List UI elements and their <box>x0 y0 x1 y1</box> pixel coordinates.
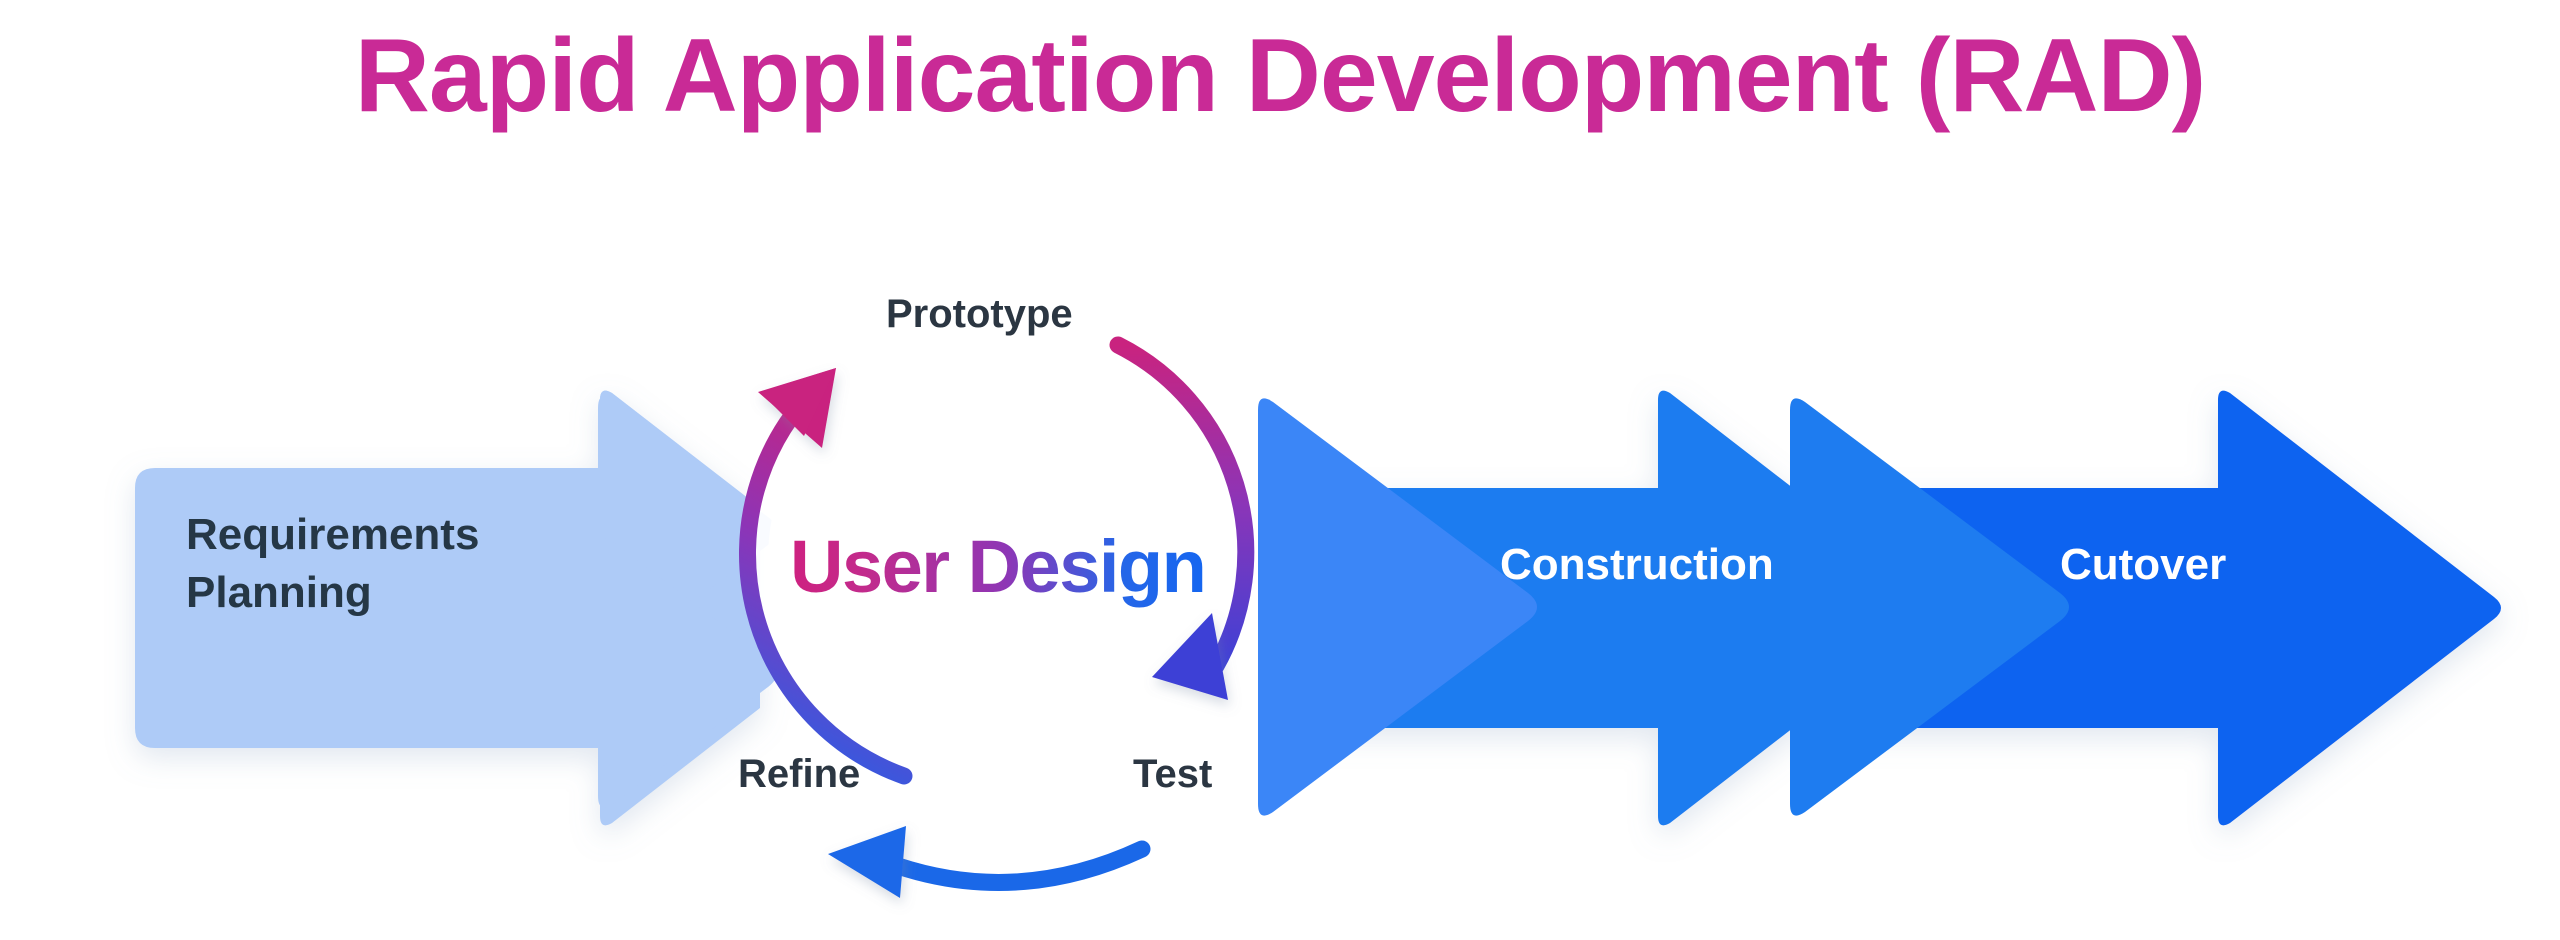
construction-arrowhead <box>1258 398 1537 816</box>
page-title: Rapid Application Development (RAD) <box>354 18 2207 134</box>
stage-arrow-construction[interactable] <box>1300 390 1941 826</box>
user-design-circle-halo <box>748 316 1236 804</box>
cycle-arc-prototype-to-test <box>1109 336 1255 700</box>
cycle-arc-test-to-refine <box>828 826 1151 898</box>
cycle-label-refine: Refine <box>738 752 861 796</box>
cycle-arc-refine-to-prototype <box>739 368 913 785</box>
stage-label-user-design: User Design <box>790 525 1207 608</box>
cycle-label-test: Test <box>1133 752 1213 796</box>
stage-arrow-cutover[interactable] <box>1830 390 2501 826</box>
cycle-label-prototype: Prototype <box>886 292 1073 336</box>
cutover-arrowhead <box>1790 398 2069 816</box>
requirements-arrowhead <box>598 396 777 808</box>
